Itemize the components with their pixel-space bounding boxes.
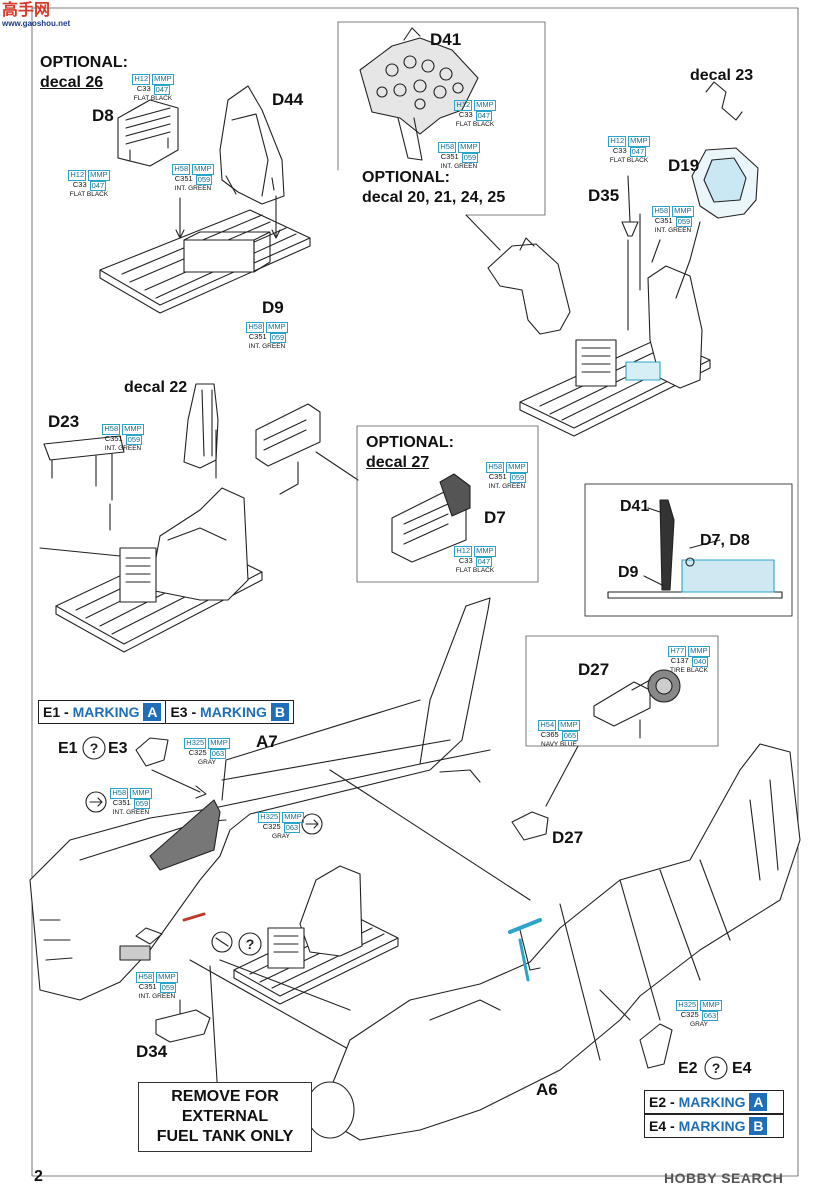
- direction-icons: [85, 791, 323, 953]
- inset-label-d9: D9: [618, 564, 639, 581]
- decal23-strap: [705, 81, 743, 121]
- part-label-d23: D23: [48, 412, 80, 431]
- decal22-belts: [183, 383, 219, 469]
- e2-e4-part: [639, 1023, 673, 1069]
- decal-label-27: decal 27: [366, 454, 430, 471]
- page-number: 2: [34, 1168, 43, 1185]
- marking-e1-label: E1: [58, 740, 78, 757]
- question-icon-1: [82, 736, 106, 760]
- d27-part-detail: [593, 669, 681, 739]
- part-label-d34: D34: [136, 1042, 168, 1061]
- question-icon-3: [704, 1056, 728, 1080]
- d9-floor-part: [99, 209, 311, 314]
- marking-e3-label: E3: [108, 740, 128, 757]
- decal-label-26: decal 26: [40, 74, 104, 91]
- part-label-d27-detail: D27: [578, 660, 610, 679]
- part-label-d9: D9: [262, 298, 284, 317]
- d19-part: [691, 147, 759, 219]
- fuselage-a7: [29, 597, 531, 1001]
- marking-a-badge: A: [749, 1093, 768, 1111]
- floor-assembly-step3: [55, 429, 263, 653]
- inset-label-d7-d8: D7, D8: [700, 532, 750, 549]
- part-label-d27: D27: [552, 828, 584, 847]
- d27-part: [511, 811, 549, 841]
- marking-e4-label: E4: [732, 1060, 752, 1077]
- hobby-search-watermark: HOBBY SEARCH: [664, 1170, 784, 1186]
- marking-box-e2: E2 - MARKING A: [644, 1090, 784, 1114]
- d7-piece-large: [391, 473, 471, 563]
- d35-part: [621, 175, 639, 237]
- optional-label-d8: OPTIONAL:: [40, 54, 128, 71]
- d8-part: [117, 99, 179, 167]
- inset-label-d41: D41: [620, 498, 650, 515]
- question-icon-2: [238, 932, 262, 956]
- small-part-left: [119, 945, 151, 961]
- optional-label-d7: OPTIONAL:: [366, 434, 454, 451]
- optional-label-d41: OPTIONAL:: [362, 169, 450, 186]
- part-label-d35: D35: [588, 186, 620, 205]
- floor-assembly-step2: [519, 265, 711, 437]
- part-label-d44: D44: [272, 90, 304, 109]
- part-label-d41: D41: [430, 30, 462, 49]
- inset-section: [607, 499, 783, 599]
- e1-e3-part: [135, 737, 169, 767]
- marking-e2-label: E2: [678, 1060, 698, 1077]
- question-glyph: ?: [90, 740, 99, 756]
- part-label-d7: D7: [484, 508, 506, 527]
- floor-assembly-step4: [233, 865, 399, 1005]
- marking-box-e1-e3: E1 - MARKING A E3 - MARKING B: [38, 700, 294, 724]
- remove-note-box: REMOVE FOR EXTERNAL FUEL TANK ONLY: [138, 1082, 312, 1152]
- part-label-a7: A7: [256, 732, 278, 751]
- question-glyph: ?: [712, 1060, 721, 1076]
- part-label-d19: D19: [668, 156, 700, 175]
- part-label-d8: D8: [92, 106, 114, 125]
- site-logo: 高手网 www.gaoshou.net: [2, 2, 71, 28]
- d34-part: [155, 1009, 211, 1043]
- marking-b-badge: B: [749, 1117, 768, 1135]
- part-label-a6: A6: [536, 1080, 558, 1099]
- decal-label-20-25: decal 20, 21, 24, 25: [362, 189, 506, 206]
- marking-a-badge: A: [143, 703, 162, 721]
- question-glyph: ?: [246, 936, 255, 952]
- d7-piece-small: [255, 403, 321, 467]
- marking-box-e4: E4 - MARKING B: [644, 1114, 784, 1138]
- seat-part-step2: [487, 237, 571, 335]
- d44-part: [219, 85, 285, 205]
- d23-part: [43, 435, 125, 501]
- decal-label-22: decal 22: [124, 379, 188, 396]
- marking-b-badge: B: [270, 703, 289, 721]
- decal-label-23: decal 23: [690, 67, 754, 84]
